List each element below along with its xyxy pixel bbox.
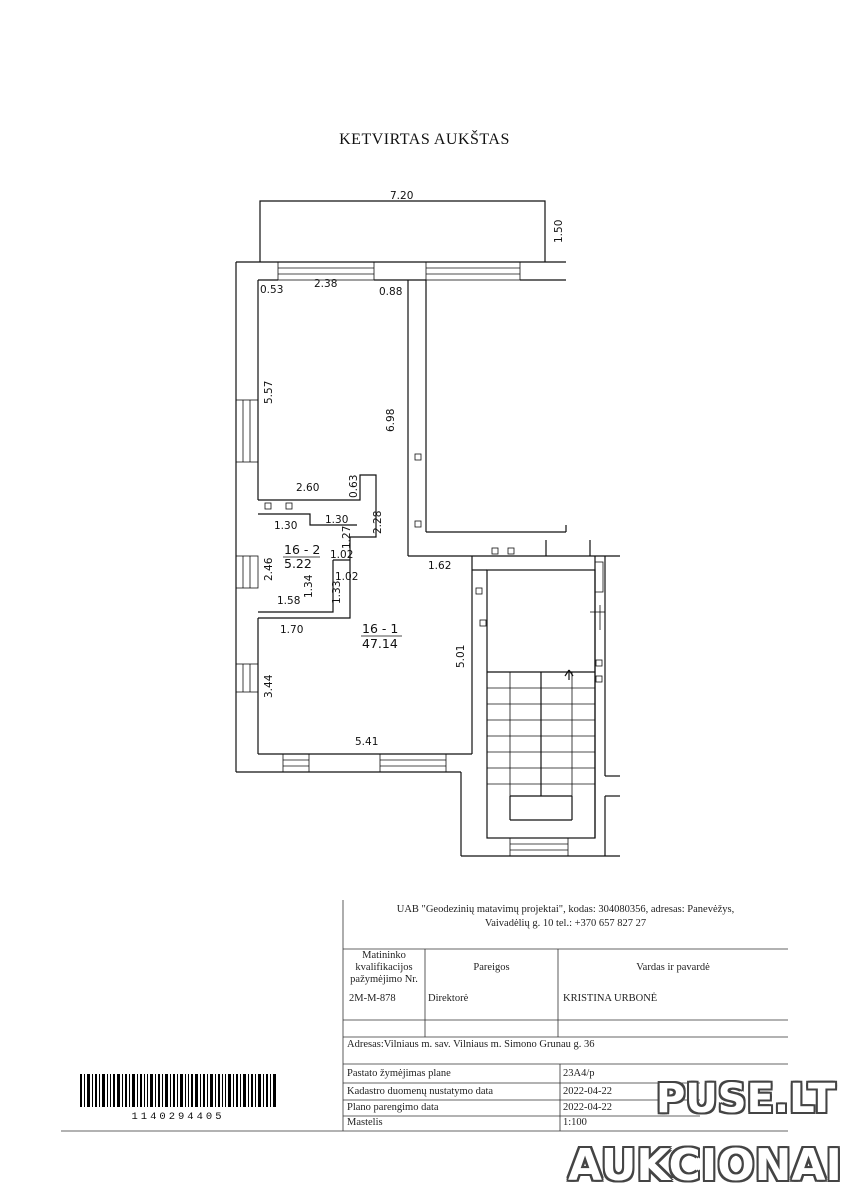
cert-number: 2M-M-878: [349, 993, 396, 1004]
row-value: 2022-04-22: [563, 1102, 612, 1113]
name-value: KRISTINA URBONĖ: [563, 993, 658, 1004]
dim-label: 1.34: [303, 574, 315, 598]
barcode-image: [80, 1074, 276, 1107]
row-label: Plano parengimo data: [347, 1102, 439, 1113]
barcode-number: 1140294405: [131, 1111, 225, 1123]
dim-label: 6.98: [385, 409, 397, 432]
watermark-line-1: PUSE.LT: [656, 1076, 836, 1122]
dim-label: 5.41: [355, 736, 378, 748]
room-label: 16 - 2: [284, 542, 320, 557]
room-area: 5.22: [284, 556, 312, 571]
row-label: Kadastro duomenų nustatymo data: [347, 1086, 494, 1097]
watermark-line-2: AUKCIONAI: [568, 1140, 842, 1191]
row-value: 23A4/p: [563, 1068, 595, 1079]
company-line-1: UAB "Geodezinių matavimų projektai", kod…: [396, 904, 735, 915]
company-line-2: Vaivadėlių g. 10 tel.: +370 657 827 27: [484, 918, 647, 929]
dim-label: 1.62: [428, 560, 451, 572]
dim-label: 1.33: [331, 581, 343, 604]
dim-label: 1.70: [280, 624, 303, 636]
room-label: 16 - 1: [362, 621, 398, 636]
dim-balcony-depth: 1.50: [553, 220, 565, 243]
floor-title: KETVIRTAS AUKŠTAS: [339, 131, 510, 148]
dim-label: 5.01: [455, 645, 467, 668]
dim-balcony-width: 7.20: [390, 190, 413, 202]
dim-label: 1.30: [325, 514, 348, 526]
row-value: 2022-04-22: [563, 1086, 612, 1097]
name-header: Vardas ir pavardė: [636, 962, 710, 973]
dim-label: 1.30: [274, 520, 297, 532]
dim-label: 1.02: [335, 571, 358, 583]
cert-header-line-1: Matininko: [362, 950, 406, 961]
dim-label: 0.53: [260, 284, 283, 296]
row-value: 1:100: [563, 1117, 587, 1128]
position-value: Direktorė: [428, 993, 469, 1004]
dim-label: 1.58: [277, 595, 300, 607]
dim-label: 2.60: [296, 482, 319, 494]
dim-label: 1.27: [341, 526, 353, 549]
dim-label: 2.28: [372, 511, 384, 534]
row-label: Mastelis: [347, 1117, 383, 1128]
position-header: Pareigos: [473, 962, 510, 973]
dim-label: 3.44: [263, 674, 275, 698]
dim-label: 2.38: [314, 278, 337, 290]
dim-label: 0.63: [348, 475, 360, 498]
cert-header-line-2: kvalifikacijos: [355, 962, 413, 973]
dim-label: 1.02: [330, 549, 353, 561]
dim-label: 2.46: [263, 557, 275, 581]
cert-header-line-3: pažymėjimo Nr.: [350, 974, 418, 985]
dim-label: 5.57: [263, 381, 275, 404]
address-line: Adresas:Vilniaus m. sav. Vilniaus m. Sim…: [347, 1039, 595, 1050]
row-label: Pastato žymėjimas plane: [347, 1068, 451, 1079]
dim-label: 0.88: [379, 286, 402, 298]
room-area: 47.14: [362, 636, 398, 651]
